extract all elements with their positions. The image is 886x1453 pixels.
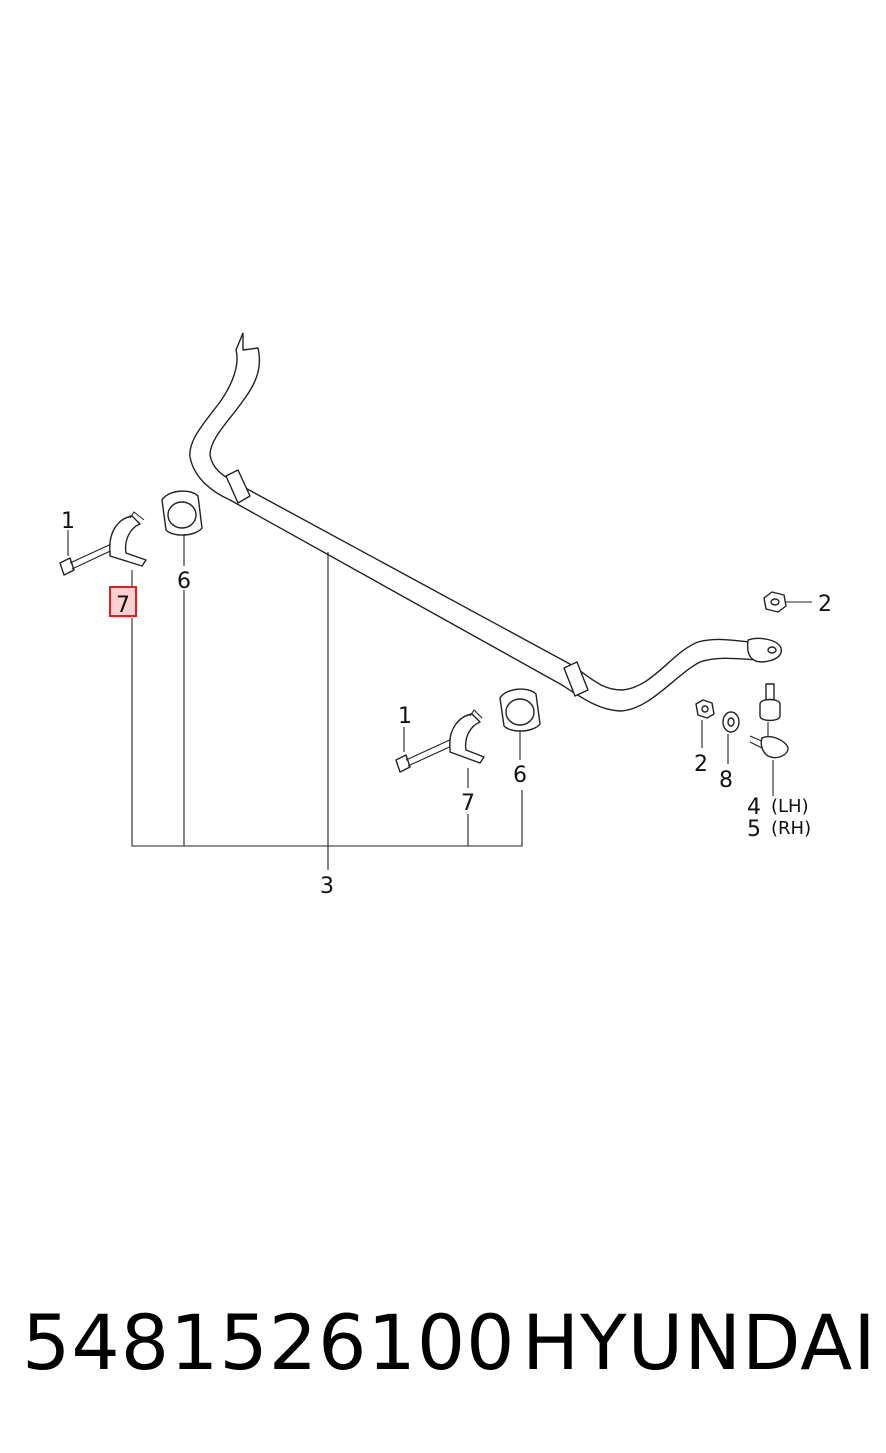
callout-washer: 8	[719, 768, 733, 793]
callout-bushing-center: 6	[513, 763, 527, 788]
washer	[722, 711, 740, 764]
nut-top	[763, 591, 812, 613]
callout-bracket-center: 7	[461, 791, 475, 816]
highlight-box	[109, 586, 137, 617]
callout-nut-lower: 2	[694, 752, 708, 777]
bracket-center	[449, 709, 485, 788]
bracket-left	[109, 511, 147, 586]
stabilizer-link	[749, 683, 789, 796]
callout-bolt-center: 1	[398, 704, 412, 729]
callout-link-lh-num: 4	[747, 795, 761, 820]
brand-name: HYUNDAI	[522, 1298, 877, 1387]
assembly-leader-lines	[131, 552, 523, 870]
bolt-center	[395, 727, 457, 773]
callout-link-rh-side: (RH)	[771, 818, 811, 839]
callout-bar: 3	[320, 874, 334, 899]
callout-link-rh-num: 5	[747, 817, 761, 842]
part-number: 5481526100	[22, 1298, 516, 1387]
nut-lower	[695, 699, 715, 748]
callout-link-lh-side: (LH)	[771, 796, 809, 817]
bushing-center	[499, 688, 541, 760]
callout-bracket-left: 7	[116, 593, 130, 618]
bushing-left	[161, 490, 203, 566]
callout-bushing-left: 6	[177, 569, 191, 594]
callout-nut-top: 2	[818, 592, 832, 617]
callout-bolt-left: 1	[61, 509, 75, 534]
stabilizer-bar	[189, 332, 782, 712]
